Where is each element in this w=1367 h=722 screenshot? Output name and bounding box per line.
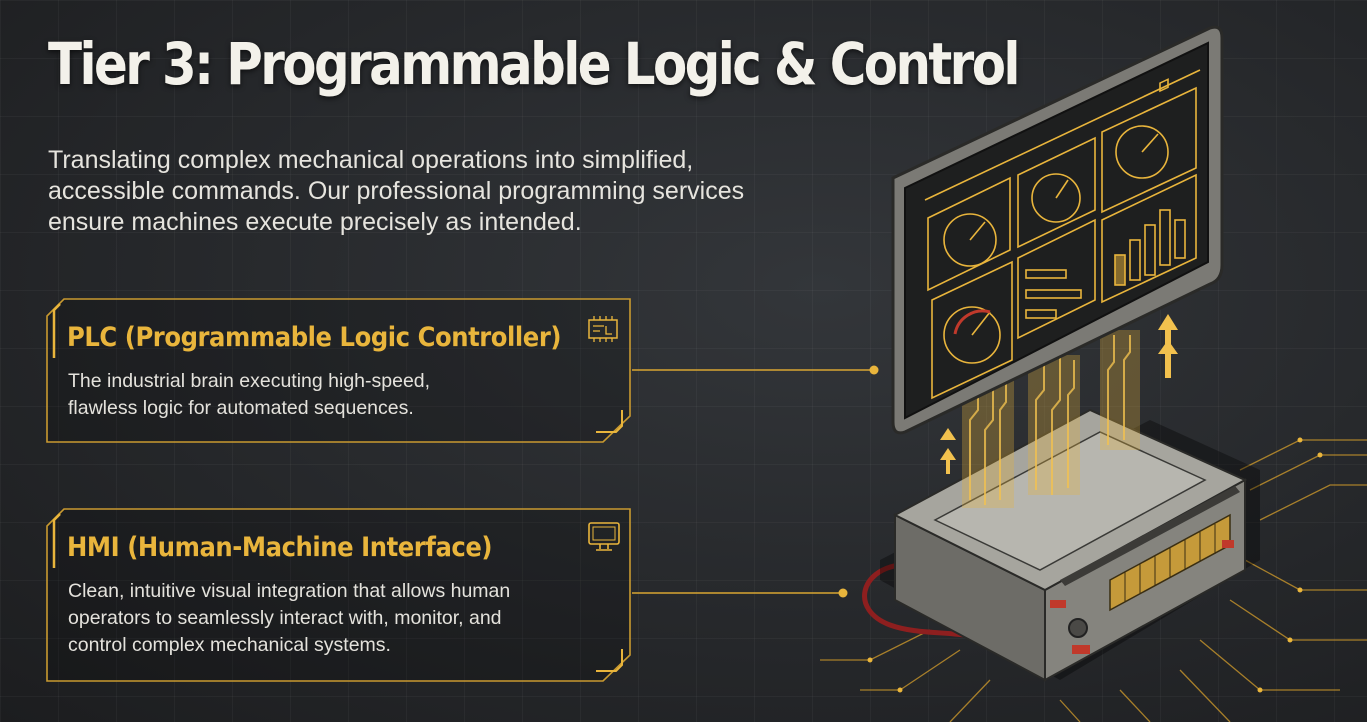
- plc-card-frame: [46, 298, 631, 443]
- page-title: Tier 3: Programmable Logic & Control: [48, 30, 1020, 98]
- hmi-body-line: operators to seamlessly interact with, m…: [68, 607, 502, 629]
- ground-circuit-traces: [820, 439, 1367, 722]
- hmi-card: HMI (Human-Machine Interface) Clean, int…: [46, 508, 631, 682]
- red-cable: [862, 562, 986, 643]
- hmi-card-title: HMI (Human-Machine Interface): [67, 532, 493, 563]
- hmi-card-body: Clean, intuitive visual integration that…: [68, 578, 510, 659]
- plc-unit: [880, 408, 1260, 682]
- plc-body-line: The industrial brain executing high-spee…: [68, 370, 431, 392]
- up-arrow-icons: [940, 314, 1178, 474]
- monitor-icon: [588, 522, 620, 551]
- hmi-screen: [891, 25, 1224, 435]
- intro-line: accessible commands. Our professional pr…: [48, 177, 745, 205]
- plc-card: PLC (Programmable Logic Controller) The …: [46, 298, 631, 443]
- plc-body-line: flawless logic for automated sequences.: [68, 397, 414, 419]
- intro-paragraph: Translating complex mechanical operation…: [48, 145, 808, 238]
- hmi-connector-dot: [838, 588, 848, 598]
- intro-line: ensure machines execute precisely as int…: [48, 208, 582, 236]
- plc-connector-dot: [869, 365, 879, 375]
- ground-trace-dots: [867, 437, 1323, 693]
- plc-card-title: PLC (Programmable Logic Controller): [67, 322, 562, 353]
- hmi-body-line: control complex mechanical systems.: [68, 634, 391, 656]
- intro-line: Translating complex mechanical operation…: [48, 146, 694, 174]
- hmi-card-frame: [46, 508, 631, 682]
- hmi-body-line: Clean, intuitive visual integration that…: [68, 580, 511, 602]
- circuit-board-icon: [588, 316, 618, 342]
- data-streams: [962, 330, 1140, 508]
- plc-card-body: The industrial brain executing high-spee…: [68, 368, 430, 422]
